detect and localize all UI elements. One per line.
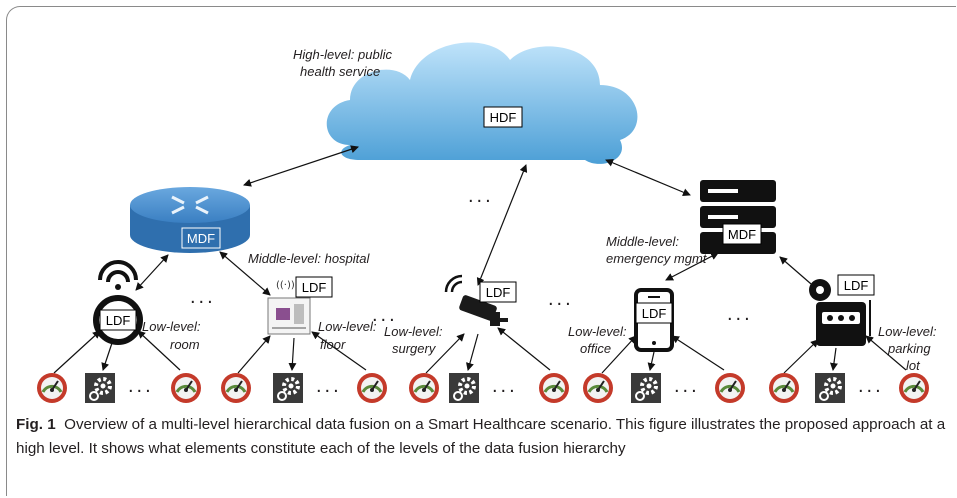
room-ldf-label: LDF bbox=[106, 313, 131, 328]
gauge-icon bbox=[581, 371, 615, 405]
floor-caption-line2: floor bbox=[320, 337, 346, 352]
surgery-caption-line2: surgery bbox=[392, 341, 437, 356]
router-mdf-label: MDF bbox=[187, 231, 215, 246]
ellipsis-sensors-5: ... bbox=[858, 375, 884, 397]
circuit-board-icon: ((·)) bbox=[267, 280, 311, 335]
high-level-caption-line2: health service bbox=[300, 64, 380, 79]
ellipsis-sensors-1: ... bbox=[128, 375, 154, 397]
figure-caption-text: Overview of a multi-level hierarchical d… bbox=[16, 416, 946, 457]
office-caption-line1: Low-level: bbox=[568, 324, 627, 339]
ellipsis-top: ... bbox=[468, 185, 494, 207]
room-wifi-icon bbox=[93, 260, 143, 345]
security-camera-icon bbox=[444, 274, 508, 326]
floor-caption-line1: Low-level: bbox=[318, 319, 377, 334]
floor-ldf-box bbox=[295, 276, 333, 298]
hdf-box bbox=[483, 106, 523, 128]
surgery-caption-line1: Low-level: bbox=[384, 324, 443, 339]
room-ldf-box bbox=[99, 309, 137, 331]
server-mdf-box bbox=[722, 223, 762, 245]
office-caption-line2: office bbox=[580, 341, 611, 356]
high-level-caption-line1: High-level: public bbox=[293, 47, 392, 62]
parking-ldf-label: LDF bbox=[844, 278, 869, 293]
ellipsis-low-4: ... bbox=[727, 303, 753, 325]
svg-text:((·)): ((·)) bbox=[276, 280, 295, 291]
ellipsis-sensors-2: ... bbox=[316, 375, 342, 397]
sensor-arrows bbox=[53, 327, 907, 374]
gauge-icon bbox=[407, 371, 441, 405]
gear-icon bbox=[447, 371, 481, 405]
figure-caption: Fig. 1 Overview of a multi-level hierarc… bbox=[16, 413, 951, 461]
office-ldf-box bbox=[635, 302, 673, 324]
gauge-icon bbox=[35, 371, 69, 405]
office-ldf-label: LDF bbox=[642, 306, 667, 321]
figure-label: Fig. 1 bbox=[16, 416, 56, 433]
server-mdf-label: MDF bbox=[728, 227, 756, 242]
surgery-ldf-box bbox=[479, 281, 517, 303]
hospital-caption: Middle-level: hospital bbox=[248, 251, 371, 266]
gauge-icon bbox=[767, 371, 801, 405]
gauge-icon bbox=[355, 371, 389, 405]
parking-ldf-box bbox=[837, 274, 875, 296]
router-mdf-box bbox=[181, 227, 221, 249]
gauge-icon bbox=[713, 371, 747, 405]
room-caption-line1: Low-level: bbox=[142, 319, 201, 334]
gauge-icon bbox=[897, 371, 931, 405]
gear-icon bbox=[813, 371, 847, 405]
room-caption-line2: room bbox=[170, 337, 200, 352]
gauge-icon bbox=[219, 371, 253, 405]
surgery-ldf-label: LDF bbox=[486, 285, 511, 300]
figure-frame bbox=[6, 6, 956, 496]
ellipsis-low-2: ... bbox=[372, 304, 398, 326]
parking-machine-icon bbox=[809, 279, 871, 346]
hdf-label: HDF bbox=[490, 110, 517, 125]
parking-caption-line3: lot bbox=[906, 358, 921, 373]
gauge-icon bbox=[169, 371, 203, 405]
floor-ldf-label: LDF bbox=[302, 280, 327, 295]
emergency-caption-line2: emergency mgmt bbox=[606, 251, 708, 266]
emergency-caption-line1: Middle-level: bbox=[606, 234, 679, 249]
ellipsis-sensors-3: ... bbox=[492, 375, 518, 397]
parking-caption-line1: Low-level: bbox=[878, 324, 937, 339]
fusion-hierarchy-diagram: HDF High-level: public health service MD… bbox=[35, 42, 937, 405]
ellipsis-low-3: ... bbox=[548, 288, 574, 310]
ellipsis-sensors-4: ... bbox=[674, 375, 700, 397]
gauge-icon bbox=[537, 371, 571, 405]
sensor-row bbox=[35, 371, 931, 405]
parking-caption-line2: parking bbox=[887, 341, 931, 356]
ellipsis-low-1: ... bbox=[190, 286, 216, 308]
gear-icon bbox=[83, 371, 117, 405]
cloud-icon bbox=[326, 42, 638, 164]
gear-icon bbox=[629, 371, 663, 405]
gear-icon bbox=[271, 371, 305, 405]
